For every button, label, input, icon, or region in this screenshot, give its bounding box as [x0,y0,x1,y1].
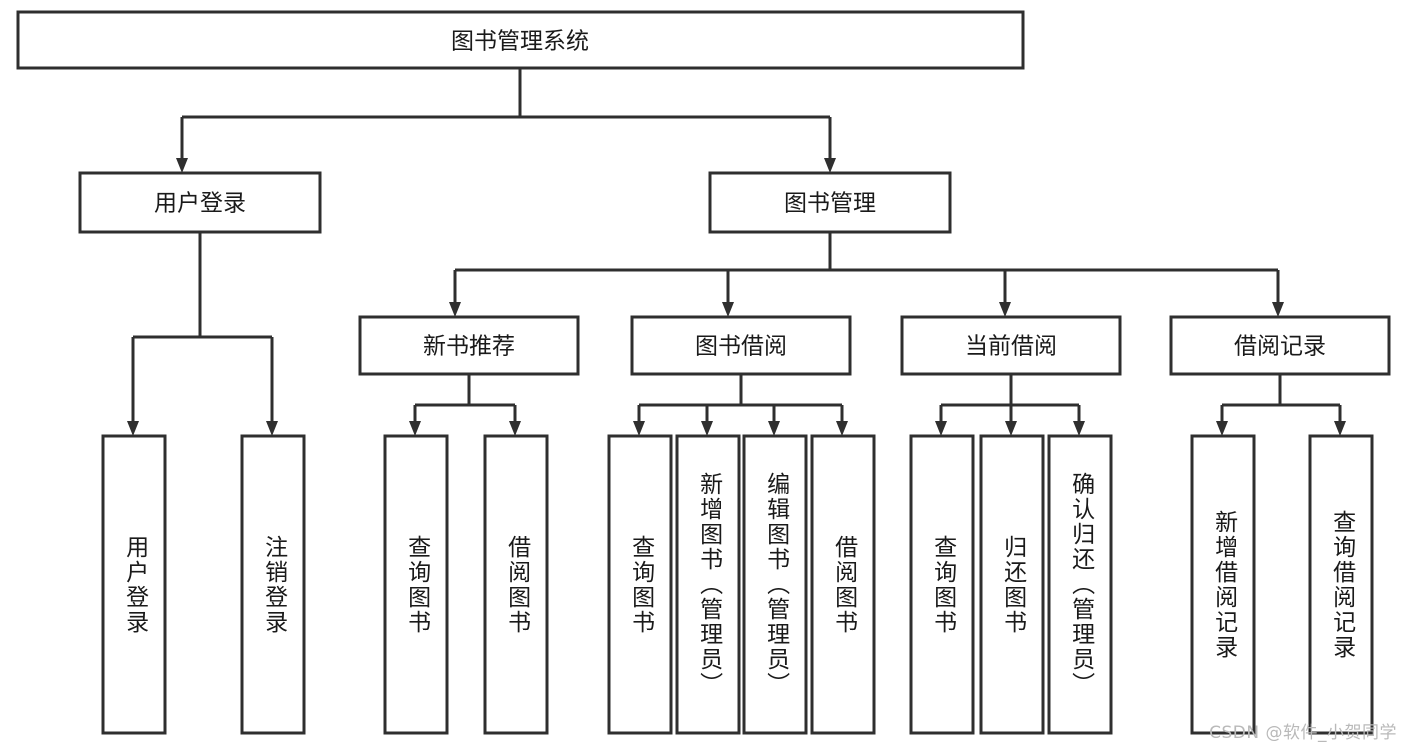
arrow-leaf-query-book-3 [935,421,947,436]
node-new-book-recommend-label: 新书推荐 [423,334,515,360]
arrow-leaf-query-record [1334,421,1346,436]
node-user-login[interactable]: 用户登录 [78,171,322,234]
arrow-leaf-logout [266,421,278,436]
node-book-borrow[interactable]: 图书借阅 [630,315,852,376]
connector-root-to-level2 [176,68,836,173]
leaf-box-confirm-return[interactable] [1047,434,1113,735]
node-root-label: 图书管理系统 [451,29,589,55]
node-current-borrow-label: 当前借阅 [965,334,1057,360]
leaf-box-query-book-2[interactable] [607,434,673,735]
node-new-book-recommend[interactable]: 新书推荐 [358,315,580,376]
arrow-leaf-return-book [1005,421,1017,436]
connector-borrow-record-to-leaves [1216,374,1346,436]
node-borrow-record-label: 借阅记录 [1234,334,1326,360]
leaf-box-borrow-book-2[interactable] [810,434,876,735]
node-user-login-label: 用户登录 [154,191,246,217]
node-book-manage[interactable]: 图书管理 [708,171,952,234]
arrow-leaf-query-book-2 [633,421,645,436]
arrow-leaf-add-record [1216,421,1228,436]
node-book-borrow-label: 图书借阅 [695,334,787,360]
leaf-box-borrow-book-1[interactable] [483,434,549,735]
arrow-leaf-user-login [127,421,139,436]
arrow-to-new-book [449,302,461,317]
leaf-box-query-book-1[interactable] [383,434,449,735]
leaf-box-add-book[interactable] [675,434,741,735]
arrow-to-current-borrow [999,302,1011,317]
arrow-to-borrow-record [1272,302,1284,317]
node-root[interactable]: 图书管理系统 [16,10,1025,70]
connector-new-book-to-leaves [409,374,521,436]
leaf-box-user-login[interactable] [101,434,167,735]
csdn-watermark: CSDN @软件_小贺同学 [1209,723,1397,743]
arrow-leaf-add-book [701,421,713,436]
connector-user-login-to-leaves [127,232,278,436]
arrow-to-user-login [176,158,188,173]
node-current-borrow[interactable]: 当前借阅 [900,315,1122,376]
arrow-leaf-query-book-1 [409,421,421,436]
leaf-box-query-record[interactable] [1308,434,1374,735]
connector-book-borrow-to-leaves [633,374,848,436]
leaf-box-logout[interactable] [240,434,306,735]
leaf-box-add-record[interactable] [1190,434,1256,735]
connector-current-borrow-to-leaves [935,374,1085,436]
connector-book-manage-to-level3 [449,232,1284,317]
arrow-leaf-borrow-book-2 [836,421,848,436]
arrow-leaf-edit-book [768,421,780,436]
arrow-to-book-manage [824,158,836,173]
node-borrow-record[interactable]: 借阅记录 [1169,315,1391,376]
arrow-leaf-borrow-book-1 [509,421,521,436]
arrow-leaf-confirm-return [1073,421,1085,436]
leaf-box-return-book[interactable] [979,434,1045,735]
leaf-box-query-book-3[interactable] [909,434,975,735]
leaf-box-edit-book[interactable] [742,434,808,735]
node-book-manage-label: 图书管理 [784,191,876,217]
arrow-to-book-borrow [722,302,734,317]
